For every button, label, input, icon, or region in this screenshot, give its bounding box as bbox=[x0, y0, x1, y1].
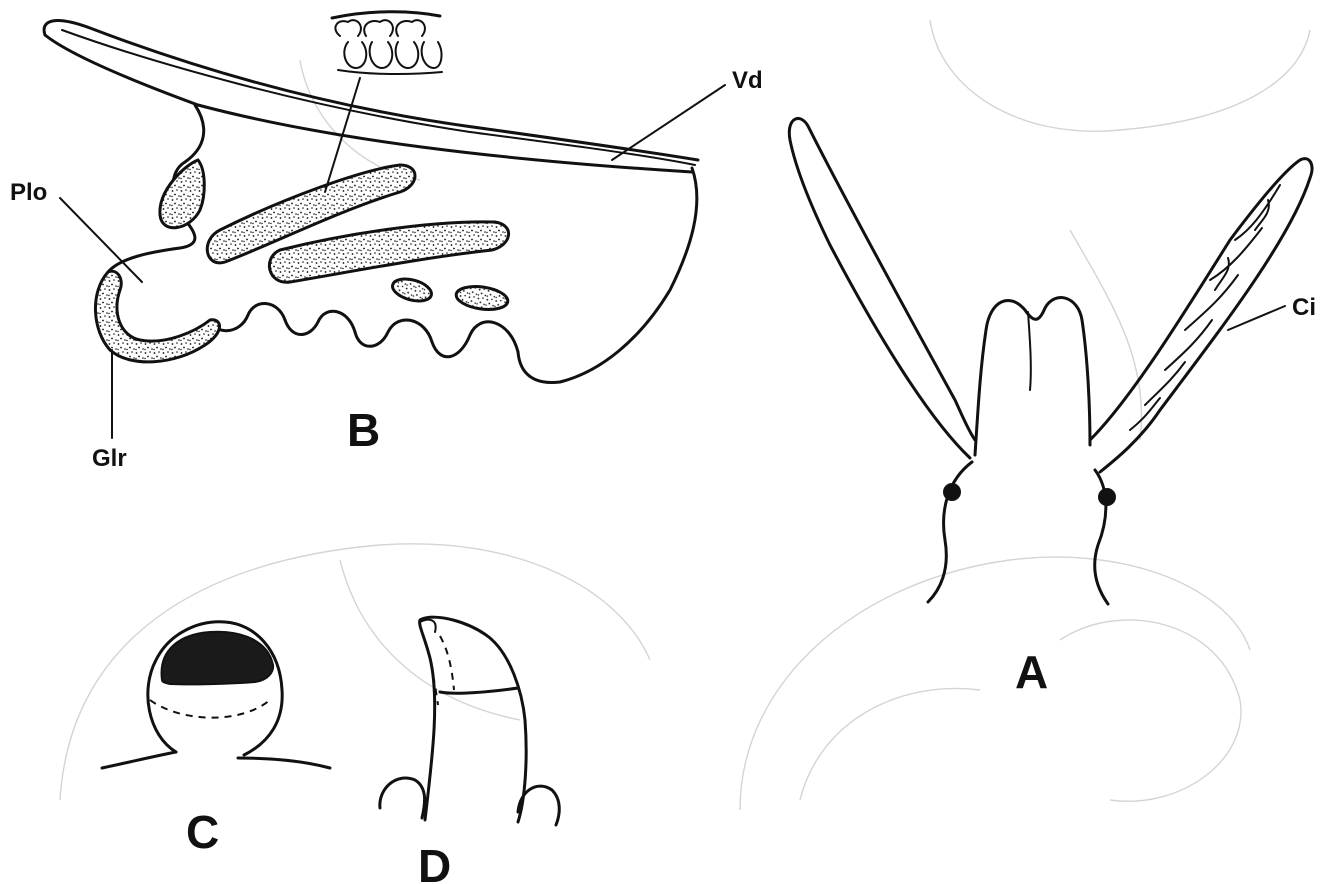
panel-b-drawing bbox=[44, 12, 698, 383]
eye-right bbox=[1098, 488, 1116, 506]
panel-label-a: A bbox=[1015, 646, 1048, 698]
leader-plo bbox=[60, 198, 142, 282]
panel-label-d: D bbox=[418, 840, 451, 884]
label-ci: Ci bbox=[1292, 294, 1316, 321]
label-plo: Plo bbox=[10, 179, 47, 206]
leader-ci bbox=[1228, 306, 1285, 330]
panel-label-c: C bbox=[186, 806, 219, 858]
panel-a-drawing bbox=[789, 118, 1312, 604]
label-glr: Glr bbox=[92, 445, 127, 472]
panel-label-b: B bbox=[347, 404, 380, 456]
panel-c-drawing bbox=[102, 622, 330, 768]
background-show-through bbox=[60, 20, 1310, 810]
eye-left bbox=[943, 483, 961, 501]
leader-vd bbox=[612, 85, 725, 160]
panel-d-drawing bbox=[380, 617, 559, 825]
label-vd: Vd bbox=[732, 67, 763, 94]
